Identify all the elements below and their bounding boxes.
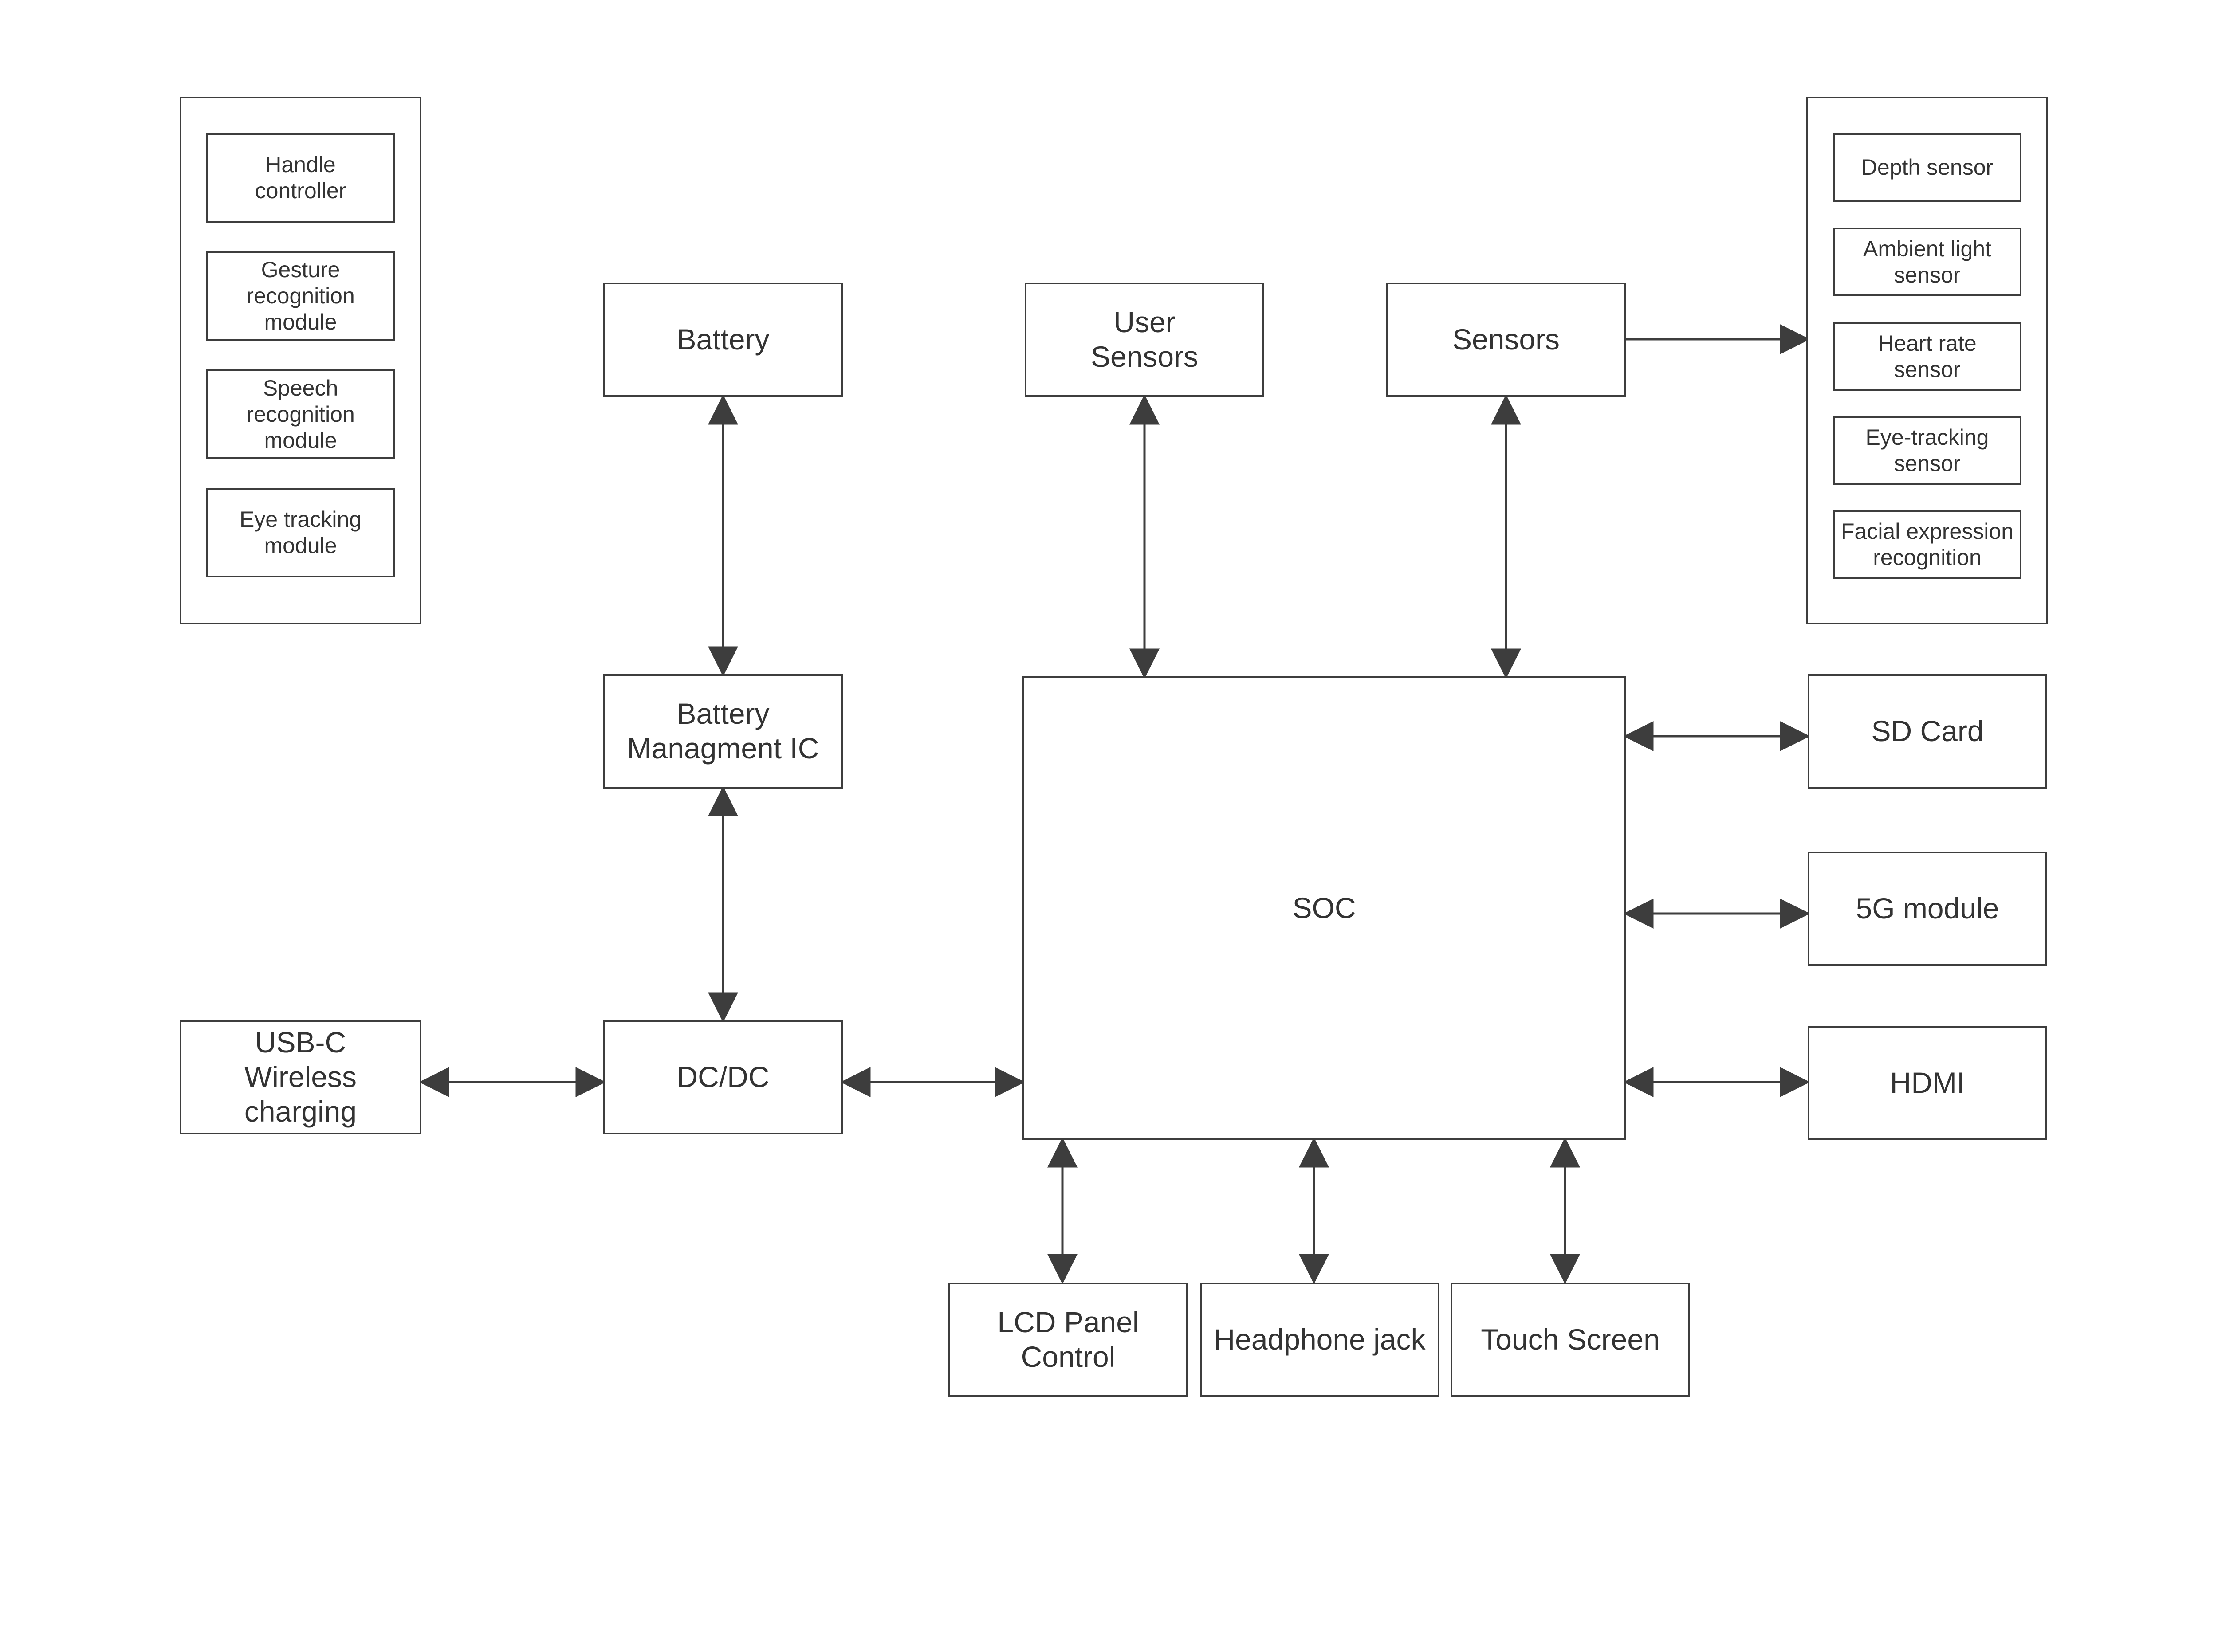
ambient-light-sensor-label: Ambient light sensor bbox=[1863, 236, 1992, 287]
arrowhead-soc-top-left bbox=[1129, 648, 1160, 679]
heart-rate-sensor-box: Heart rate sensor bbox=[1833, 322, 2021, 391]
arrowhead-user-sensors bbox=[1129, 394, 1160, 425]
sd-card-box: SD Card bbox=[1808, 674, 2047, 789]
sd-card-label: SD Card bbox=[1871, 714, 1984, 748]
battery-label: Battery bbox=[676, 323, 770, 356]
arrowhead-5g bbox=[1780, 898, 1810, 929]
arrowhead-lcd bbox=[1047, 1254, 1078, 1284]
arrowhead-sdcard bbox=[1780, 721, 1810, 752]
headphone-jack-box: Headphone jack bbox=[1200, 1283, 1439, 1397]
hdmi-label: HDMI bbox=[1890, 1066, 1965, 1099]
user-sensors-label: User Sensors bbox=[1090, 306, 1199, 373]
usb-c-wireless-charging-label: USB-C Wireless charging bbox=[244, 1026, 357, 1128]
arrowhead-touch bbox=[1549, 1254, 1581, 1284]
dcdc-label: DC/DC bbox=[676, 1060, 770, 1094]
battery-box: Battery bbox=[603, 283, 843, 397]
battery-management-ic-box: Battery Managment IC bbox=[603, 674, 843, 789]
battery-management-ic-label: Battery Managment IC bbox=[627, 697, 819, 765]
soc-label: SOC bbox=[1292, 891, 1356, 924]
eye-tracking-sensor-label: Eye-tracking sensor bbox=[1865, 424, 1989, 476]
ambient-light-sensor-box: Ambient light sensor bbox=[1833, 228, 2021, 296]
speech-recognition-label: Speech recognition module bbox=[246, 375, 355, 453]
handle-controller-box: Handle controller bbox=[206, 133, 395, 223]
arrowhead-usbc bbox=[419, 1067, 449, 1098]
gesture-recognition-label: Gesture recognition module bbox=[246, 257, 355, 334]
eye-tracking-module-label: Eye tracking module bbox=[239, 507, 362, 558]
sensors-box: Sensors bbox=[1386, 283, 1626, 397]
arrowhead-soc-bottom-3 bbox=[1549, 1137, 1581, 1168]
arrowhead-dcdc-left bbox=[575, 1067, 606, 1098]
depth-sensor-label: Depth sensor bbox=[1861, 155, 1994, 180]
arrowhead-soc-bottom-2 bbox=[1298, 1137, 1329, 1168]
arrowhead-soc-sd bbox=[1623, 721, 1654, 752]
5g-module-label: 5G module bbox=[1856, 892, 1999, 925]
lcd-panel-control-box: LCD Panel Control bbox=[948, 1283, 1188, 1397]
headphone-jack-label: Headphone jack bbox=[1214, 1323, 1426, 1356]
arrowhead-dcdc-right bbox=[840, 1067, 871, 1098]
dcdc-box: DC/DC bbox=[603, 1020, 843, 1134]
touch-screen-label: Touch Screen bbox=[1481, 1323, 1660, 1356]
arrowhead-soc-top-right bbox=[1490, 648, 1522, 679]
hdmi-box: HDMI bbox=[1808, 1026, 2047, 1140]
lcd-panel-control-label: LCD Panel Control bbox=[997, 1306, 1139, 1373]
eye-tracking-sensor-box: Eye-tracking sensor bbox=[1833, 416, 2021, 485]
arrowhead-soc-5g bbox=[1623, 898, 1654, 929]
speech-recognition-box: Speech recognition module bbox=[206, 369, 395, 459]
arrowhead-sensor-group bbox=[1780, 324, 1810, 355]
touch-screen-box: Touch Screen bbox=[1451, 1283, 1690, 1397]
arrowhead-sensors bbox=[1490, 394, 1522, 425]
eye-tracking-module-box: Eye tracking module bbox=[206, 488, 395, 577]
arrowhead-headphone bbox=[1298, 1254, 1329, 1284]
arrowhead-dcdc-top bbox=[708, 992, 739, 1023]
arrowhead-soc-left bbox=[995, 1067, 1025, 1098]
gesture-recognition-box: Gesture recognition module bbox=[206, 251, 395, 341]
handle-controller-label: Handle controller bbox=[255, 152, 346, 203]
arrowhead-battery-top bbox=[708, 394, 739, 425]
soc-box: SOC bbox=[1022, 676, 1626, 1140]
facial-expression-box: Facial expression recognition bbox=[1833, 510, 2021, 579]
heart-rate-sensor-label: Heart rate sensor bbox=[1878, 330, 1977, 382]
5g-module-box: 5G module bbox=[1808, 852, 2047, 966]
arrowhead-bmic-bottom bbox=[708, 786, 739, 816]
arrowhead-soc-hdmi bbox=[1623, 1067, 1654, 1098]
sensors-label: Sensors bbox=[1452, 323, 1560, 356]
depth-sensor-box: Depth sensor bbox=[1833, 133, 2021, 202]
arrowhead-hdmi bbox=[1780, 1067, 1810, 1098]
user-sensors-box: User Sensors bbox=[1025, 283, 1264, 397]
arrowhead-bmic-top bbox=[708, 646, 739, 677]
facial-expression-label: Facial expression recognition bbox=[1840, 518, 2014, 570]
arrowhead-soc-bottom-1 bbox=[1047, 1137, 1078, 1168]
usb-c-wireless-charging-box: USB-C Wireless charging bbox=[180, 1020, 421, 1134]
